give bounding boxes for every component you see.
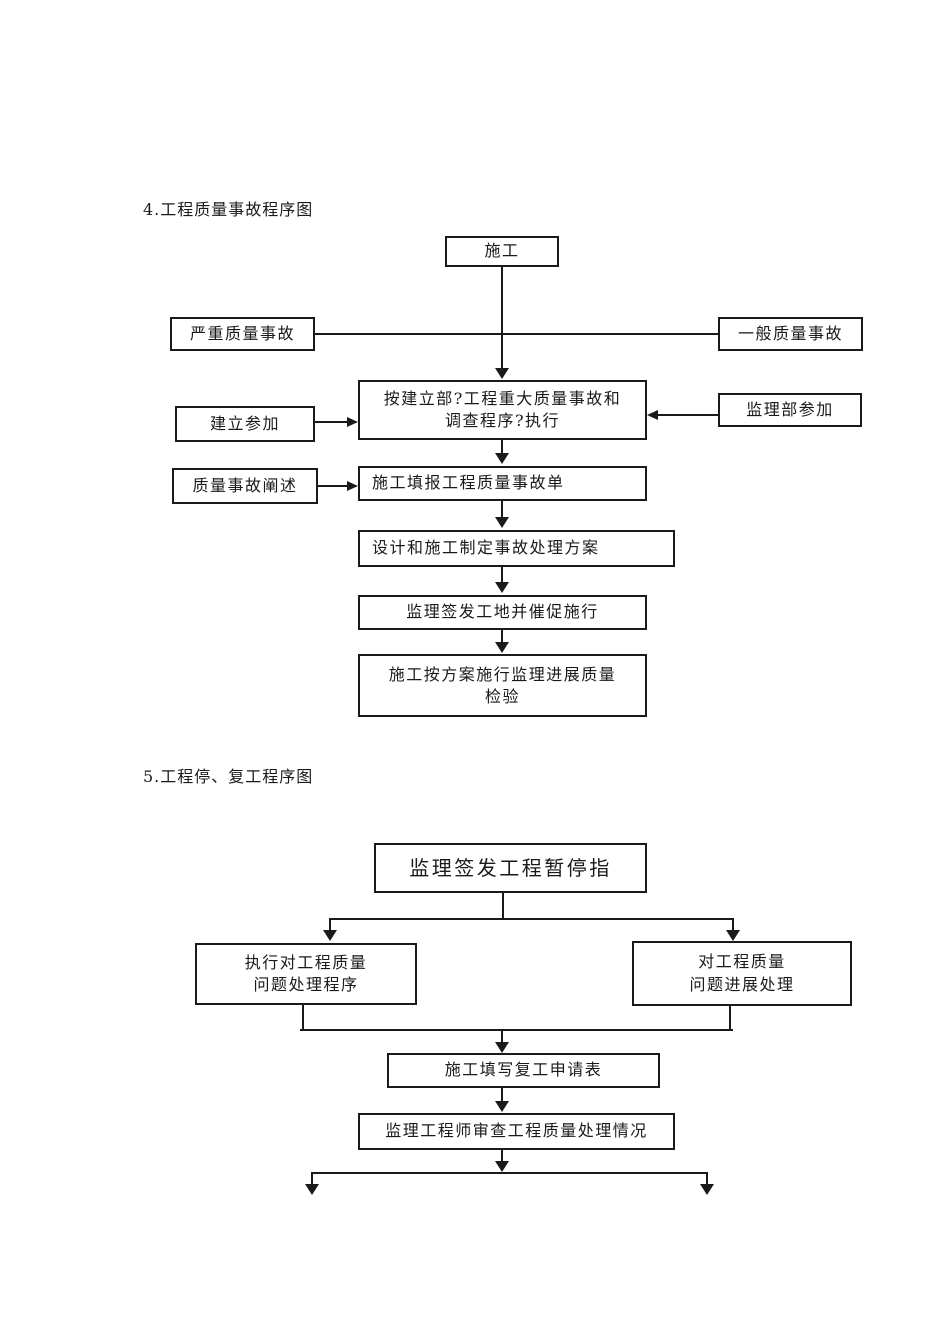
node-severe-accident: 严重质量事故 [170, 317, 315, 351]
node-accident-statement: 质量事故阐述 [172, 468, 318, 504]
node-suspend-order: 监理签发工程暂停指 [374, 843, 647, 893]
section5-title: 5.工程停、复工程序图 [143, 767, 314, 786]
arrowhead-left-icon [647, 410, 658, 420]
arrowhead-down-icon [726, 930, 740, 941]
connector-line [312, 1172, 708, 1174]
connector-line [501, 1150, 503, 1161]
node-construction: 施工 [445, 236, 559, 267]
connector-line [729, 1006, 731, 1030]
connector-line [330, 918, 734, 920]
node-make-treatment-plan: 设计和施工制定事故处理方案 [358, 530, 675, 567]
arrowhead-down-icon [323, 930, 337, 941]
connector-line [300, 1029, 733, 1031]
arrowhead-down-icon [495, 517, 509, 528]
connector-line [658, 414, 718, 416]
arrowhead-down-icon [495, 1161, 509, 1172]
node-resume-application: 施工填写复工申请表 [387, 1053, 660, 1088]
arrowhead-right-icon [347, 481, 358, 491]
section4-title: 4.工程质量事故程序图 [143, 200, 314, 219]
arrowhead-down-icon [495, 368, 509, 379]
arrowhead-down-icon [495, 453, 509, 464]
connector-line [315, 421, 347, 423]
node-supervision-dept-join: 监理部参加 [718, 393, 862, 427]
node-issue-site-order: 监理签发工地并催促施行 [358, 595, 647, 630]
arrowhead-down-icon [495, 582, 509, 593]
connector-line [329, 918, 331, 930]
connector-line [318, 485, 347, 487]
arrowhead-down-icon [305, 1184, 319, 1195]
connector-line [501, 567, 503, 582]
connector-line [302, 1005, 304, 1030]
connector-line [501, 1088, 503, 1101]
arrowhead-down-icon [495, 1042, 509, 1053]
connector-line [501, 440, 503, 453]
node-execute-and-inspect: 施工按方案施行监理进展质量 检验 [358, 654, 647, 717]
arrowhead-down-icon [700, 1184, 714, 1195]
node-owner-join: 建立参加 [175, 406, 315, 442]
node-general-accident: 一般质量事故 [718, 317, 863, 351]
node-quality-progress-handling: 对工程质量 问题进展处理 [632, 941, 852, 1006]
arrowhead-right-icon [347, 417, 358, 427]
connector-line [311, 1172, 313, 1184]
node-execute-quality-procedure: 执行对工程质量 问题处理程序 [195, 943, 417, 1005]
connector-line [315, 333, 718, 335]
connector-line [706, 1172, 708, 1184]
connector-line [501, 630, 503, 642]
arrowhead-down-icon [495, 642, 509, 653]
connector-line [502, 893, 504, 920]
node-review-quality-handling: 监理工程师审查工程质量处理情况 [358, 1113, 675, 1150]
arrowhead-down-icon [495, 1101, 509, 1112]
connector-line [501, 267, 503, 368]
connector-line [501, 1031, 503, 1042]
node-fill-accident-form: 施工填报工程质量事故单 [358, 466, 647, 501]
connector-line [501, 501, 503, 517]
connector-line [732, 918, 734, 930]
node-follow-procedure: 按建立部?工程重大质量事故和 调查程序?执行 [358, 380, 647, 440]
